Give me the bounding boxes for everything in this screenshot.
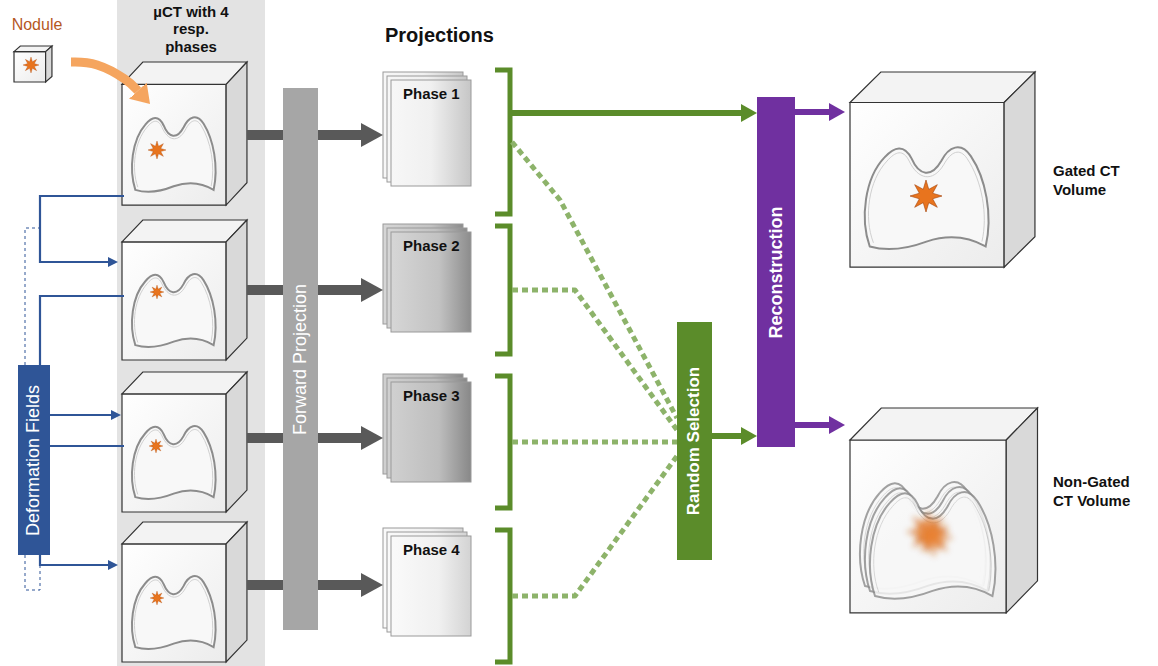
band-inner: Forward Projection — [283, 88, 318, 630]
band-inner: Random Selection — [677, 322, 712, 560]
band-label: Reconstruction — [766, 206, 787, 338]
reconstruction-band: Reconstruction — [757, 97, 795, 447]
stack-label: Phase 2 — [403, 237, 512, 254]
connector — [512, 290, 677, 430]
volume-label: Gated CT Volume — [1053, 162, 1147, 200]
connector — [50, 414, 111, 416]
band-inner: Deformation Fields — [18, 365, 50, 555]
phase-cube — [122, 372, 247, 512]
node-label: Nodule — [3, 16, 71, 34]
volume-label: Non-Gated CT Volume — [1053, 473, 1147, 511]
selection-band: Random Selection — [677, 322, 712, 560]
band-label: Deformation Fields — [24, 384, 45, 535]
phase-cube — [122, 522, 247, 662]
connector — [512, 456, 677, 596]
bracket — [495, 70, 510, 662]
connector — [795, 109, 829, 115]
band-label: Forward Projection — [290, 283, 311, 434]
connector — [318, 130, 361, 140]
connector — [318, 580, 361, 590]
stack-label: Phase 1 — [403, 85, 512, 102]
connector — [512, 110, 741, 116]
projection-stack: Phase 3 — [383, 374, 512, 482]
connector — [318, 433, 361, 443]
nodule-box: Nodule — [3, 16, 71, 88]
phase-panel: µCT with 4 resp. phases — [117, 0, 265, 666]
stack-label: Phase 3 — [403, 387, 512, 404]
projection-stack: Phase 1 — [383, 72, 512, 186]
projection-band: Forward Projection — [283, 88, 318, 630]
projection-arrow-stub — [247, 135, 284, 585]
band-inner: Reconstruction — [757, 97, 795, 447]
volume-box: Non-Gated CT Volume — [845, 405, 1152, 615]
volume-box: Gated CT Volume — [845, 70, 1152, 275]
connector — [71, 62, 138, 91]
connector — [318, 285, 361, 295]
panel-heading: µCT with 4 resp. phases — [147, 3, 235, 55]
connector — [712, 433, 741, 439]
projection-stack: Phase 2 — [383, 224, 512, 332]
connector — [265, 130, 283, 140]
connector — [512, 142, 677, 418]
gated-volume-cube — [850, 72, 1035, 267]
projection-stack: Phase 4 — [383, 528, 512, 636]
nodule-cube — [14, 46, 52, 82]
non-gated-volume-cube — [850, 408, 1038, 613]
section-title: Projections — [385, 24, 494, 47]
connector — [795, 422, 829, 428]
band-label: Random Selection — [685, 367, 705, 515]
panel-ground — [117, 0, 265, 666]
stack-label: Phase 4 — [403, 541, 512, 558]
deformation-band: Deformation Fields — [18, 365, 50, 555]
connector — [512, 440, 677, 445]
phase-cube — [122, 62, 247, 205]
phase-cube — [122, 220, 247, 360]
